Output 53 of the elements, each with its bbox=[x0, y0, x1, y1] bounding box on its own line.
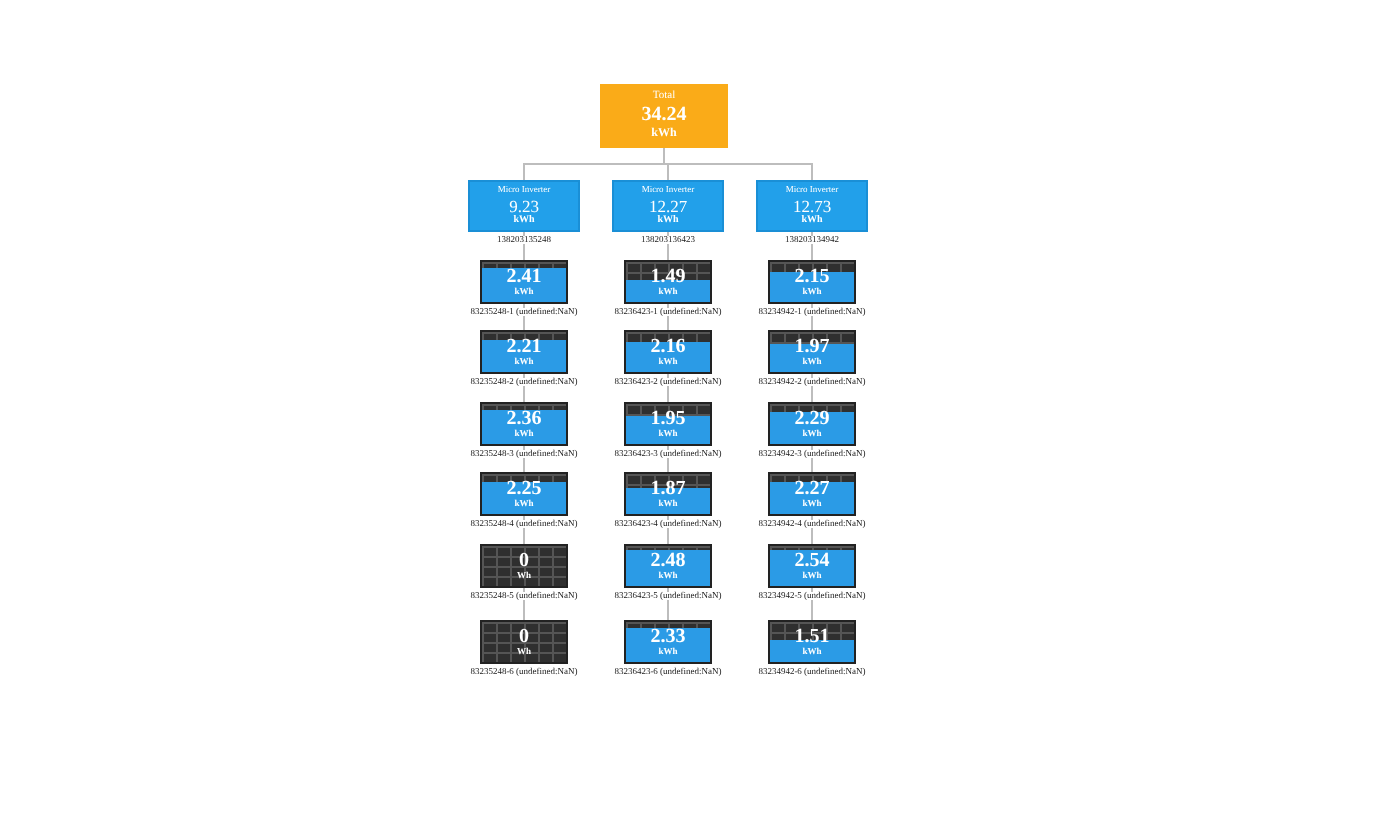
connector-line bbox=[811, 373, 813, 403]
energy-value: 2.15 bbox=[794, 267, 830, 288]
solar-panel bbox=[624, 620, 712, 664]
connector-line bbox=[523, 515, 525, 545]
solar-panel bbox=[480, 472, 568, 516]
solar-panel bbox=[480, 620, 568, 664]
inverter-box bbox=[612, 180, 724, 232]
energy-value: 12.27 bbox=[648, 197, 688, 214]
inverter-box bbox=[468, 180, 580, 232]
energy-value: 9.23 bbox=[509, 197, 539, 214]
energy-value: 2.41 bbox=[506, 267, 542, 288]
solar-panel bbox=[768, 260, 856, 304]
energy-value: 0 bbox=[519, 551, 529, 572]
connector-line bbox=[811, 587, 813, 621]
solar-panel bbox=[480, 402, 568, 446]
solar-panel bbox=[624, 330, 712, 374]
connector-line bbox=[667, 445, 669, 473]
energy-value: 2.25 bbox=[506, 479, 542, 500]
connector-line bbox=[811, 303, 813, 331]
solar-panel bbox=[480, 544, 568, 588]
connector-line bbox=[667, 515, 669, 545]
energy-value: 2.48 bbox=[650, 551, 686, 572]
solar-panel bbox=[480, 330, 568, 374]
connector-line bbox=[523, 231, 525, 261]
energy-value: 2.33 bbox=[650, 627, 686, 648]
energy-value: 2.36 bbox=[506, 409, 542, 430]
energy-value: 2.29 bbox=[794, 409, 830, 430]
total-box bbox=[600, 84, 728, 148]
energy-value: 2.21 bbox=[506, 337, 542, 358]
connector-line bbox=[667, 231, 669, 261]
energy-value: 0 bbox=[519, 627, 529, 648]
solar-panel bbox=[768, 402, 856, 446]
connector-line bbox=[523, 373, 525, 403]
connector-line bbox=[667, 373, 669, 403]
connector-line bbox=[523, 587, 525, 621]
connector-line bbox=[811, 231, 813, 261]
energy-value: 2.16 bbox=[650, 337, 686, 358]
inverter-box bbox=[756, 180, 868, 232]
energy-value: 12.73 bbox=[792, 197, 832, 214]
energy-value: 2.27 bbox=[794, 479, 830, 500]
connector-line bbox=[523, 445, 525, 473]
energy-value: 2.54 bbox=[794, 551, 830, 572]
connector-line bbox=[523, 303, 525, 331]
connector-line bbox=[811, 515, 813, 545]
connector-line bbox=[667, 303, 669, 331]
connector-line bbox=[663, 147, 813, 181]
solar-panel bbox=[768, 544, 856, 588]
solar-panel bbox=[480, 260, 568, 304]
solar-panel bbox=[624, 544, 712, 588]
connector-line bbox=[811, 445, 813, 473]
energy-value: 34.24 bbox=[641, 105, 687, 126]
connector-line bbox=[667, 587, 669, 621]
solar-panel bbox=[768, 472, 856, 516]
